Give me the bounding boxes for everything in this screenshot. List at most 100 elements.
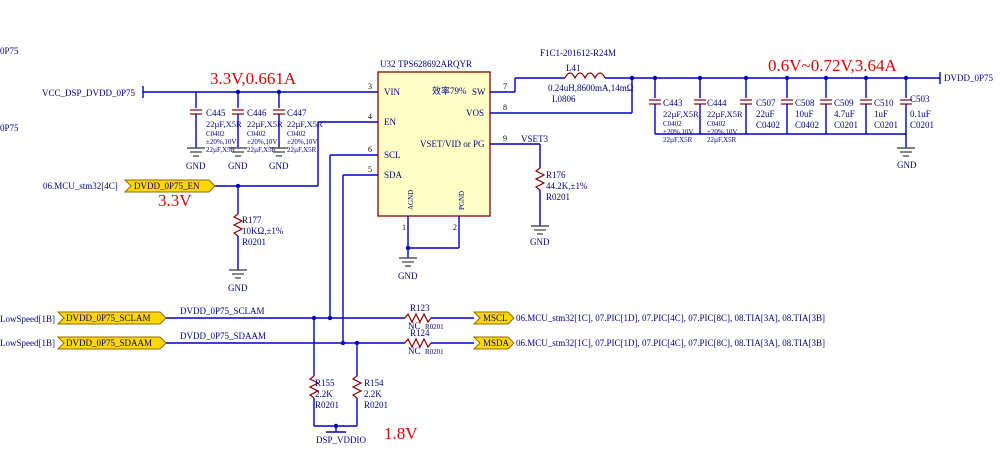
gnd-label: GND <box>186 161 206 171</box>
c509-pkg: C0201 <box>834 120 858 130</box>
gnd-label: GND <box>530 237 550 247</box>
junction-dot <box>697 75 703 81</box>
r155-ref: R155 <box>315 378 335 388</box>
lowspeed-sda-ref: LowSpeed[1B] <box>0 338 55 348</box>
capacitor-c509: C509 4.7uF C0201 <box>820 98 858 134</box>
capacitor-c508: C508 10uF C0402 <box>781 98 819 134</box>
junction-dot <box>235 183 241 189</box>
en-port-shape <box>123 179 216 193</box>
sdaam-port-label: DVDD_0P75_SDAAM <box>66 338 152 348</box>
c510-pkg: C0201 <box>874 120 898 130</box>
edge-net-label-top: 0P75 <box>0 46 19 56</box>
inductor-value: 0.24uH,8600mA,14mΩ <box>548 83 634 93</box>
pin-agnd-name: AGND <box>407 190 415 210</box>
c508-value: 10uF <box>795 109 814 119</box>
c443-ref: C443 <box>663 98 683 108</box>
vset-net-label: VSET3 <box>521 134 549 144</box>
r155-value: 2.2K <box>315 389 333 399</box>
sclam-port-shape <box>56 311 167 325</box>
c510-ref: C510 <box>874 98 894 108</box>
resistor-r177: R177 10KΩ,±1% R0201 <box>232 213 284 270</box>
c503-pkg: C0201 <box>910 120 934 130</box>
junction-dot <box>863 75 869 81</box>
pin-scl-name: SCL <box>384 150 401 160</box>
sdaam-net-label: DVDD_0P75_SDAAM <box>180 331 266 341</box>
c443-value: 22µF,X5R <box>663 109 699 119</box>
c446-tol: ±20%,10V <box>247 138 277 146</box>
msda-port-label: MSDA <box>483 338 510 348</box>
pin-vos-name: VOS <box>466 108 484 118</box>
vout-annotation: 0.6V~0.72V,3.64A <box>768 56 898 75</box>
c446-value: 22µF,X5R <box>247 119 283 129</box>
pin-4-num: 4 <box>368 112 372 121</box>
chip-ref: U32 <box>380 59 396 69</box>
resistor-r154: R154 2.2K R0201 <box>351 375 388 426</box>
gnd-label: GND <box>269 161 289 171</box>
msda-port-shape <box>472 336 515 350</box>
pin-6-num: 6 <box>368 145 372 154</box>
c444-tol: ±20%,10V <box>707 128 737 136</box>
pin-9-num: 9 <box>503 134 507 143</box>
c508-ref: C508 <box>795 98 815 108</box>
gnd-symbol-r177: GND <box>228 269 248 293</box>
r176-value: 44.2K,±1% <box>546 181 588 191</box>
sclam-port-label: DVDD_0P75_SCLAM <box>66 313 151 323</box>
pin-en-name: EN <box>384 117 396 127</box>
capacitor-c507: C507 22uF C0402 <box>740 98 780 134</box>
c507-pkg: C0402 <box>756 120 780 130</box>
c446-ref: C446 <box>247 108 267 118</box>
c503-ref: C503 <box>910 94 930 104</box>
c446-extra: 22µF,X5R <box>247 146 277 154</box>
junction-dot <box>823 75 829 81</box>
gnd-symbol-out: GND <box>897 147 917 170</box>
r154-pkg: R0201 <box>364 400 388 410</box>
sdaam-port-shape <box>56 336 167 350</box>
r123-value: NC <box>408 321 421 331</box>
c447-pkg: C0402 <box>287 130 306 138</box>
capacitor-c446: C446 22µF,X5R C0402 ±20%,10V 22µF,X5R <box>232 108 283 154</box>
r123-ref: R123 <box>410 303 430 313</box>
pin-sda-name: SDA <box>384 170 403 180</box>
io-annotation: 1.8V <box>384 424 418 443</box>
resistor-r155: R155 2.2K R0201 <box>308 375 339 426</box>
gnd-symbol-c447: GND <box>269 147 289 171</box>
junction-dot <box>276 89 282 95</box>
en-port-label: DVDD_0P75_EN <box>134 181 200 191</box>
gnd-symbol-c446: GND <box>228 147 248 171</box>
en-source-ref: 06.MCU_stm32[4C] <box>43 181 118 191</box>
c447-extra: 22µF,X5R <box>287 146 317 154</box>
capacitor-c503: C503 0.1uF C0201 <box>900 94 934 148</box>
r177-pkg: R0201 <box>242 237 266 247</box>
pin-7-num: 7 <box>503 82 507 91</box>
gnd-symbol-ic: GND <box>398 257 418 281</box>
ic-body <box>377 71 491 217</box>
inductor-l41 <box>564 72 606 80</box>
c507-ref: C507 <box>756 98 776 108</box>
gnd-label: GND <box>897 160 917 170</box>
mscl-refs: 06.MCU_stm32[1C], 07.PIC[1D], 07.PIC[4C]… <box>516 313 825 323</box>
pin-5-num: 5 <box>368 165 372 174</box>
vout-net-label: DVDD_0P75 <box>944 73 994 83</box>
gnd-label: GND <box>228 283 248 293</box>
junction-dot <box>327 315 333 321</box>
c446-pkg: C0402 <box>247 130 266 138</box>
c443-pkg: C0402 <box>663 120 682 128</box>
inductor-ref: L41 <box>566 63 581 73</box>
c444-extra: 22µF,X5R <box>707 136 737 144</box>
c509-ref: C509 <box>834 98 854 108</box>
edge-net-label-mid: 0P75 <box>0 123 19 133</box>
lowspeed-scl-ref: LowSpeed[1B] <box>0 314 55 324</box>
chip-part: TPS628692ARQYR <box>398 59 472 69</box>
mscl-port-label: MSCL <box>483 313 508 323</box>
c510-value: 1uF <box>874 109 888 119</box>
c444-value: 22µF,X5R <box>707 109 743 119</box>
c447-ref: C447 <box>287 108 307 118</box>
c445-value: 22µF,X5R <box>206 119 242 129</box>
pin-3-num: 3 <box>368 82 372 91</box>
junction-dot <box>743 75 749 81</box>
r177-value: 10KΩ,±1% <box>242 226 284 236</box>
dsp-vddio-label: DSP_VDDIO <box>316 435 367 445</box>
sclam-net-label: DVDD_0P75_SCLAM <box>180 306 265 316</box>
r176-pkg: R0201 <box>546 192 570 202</box>
